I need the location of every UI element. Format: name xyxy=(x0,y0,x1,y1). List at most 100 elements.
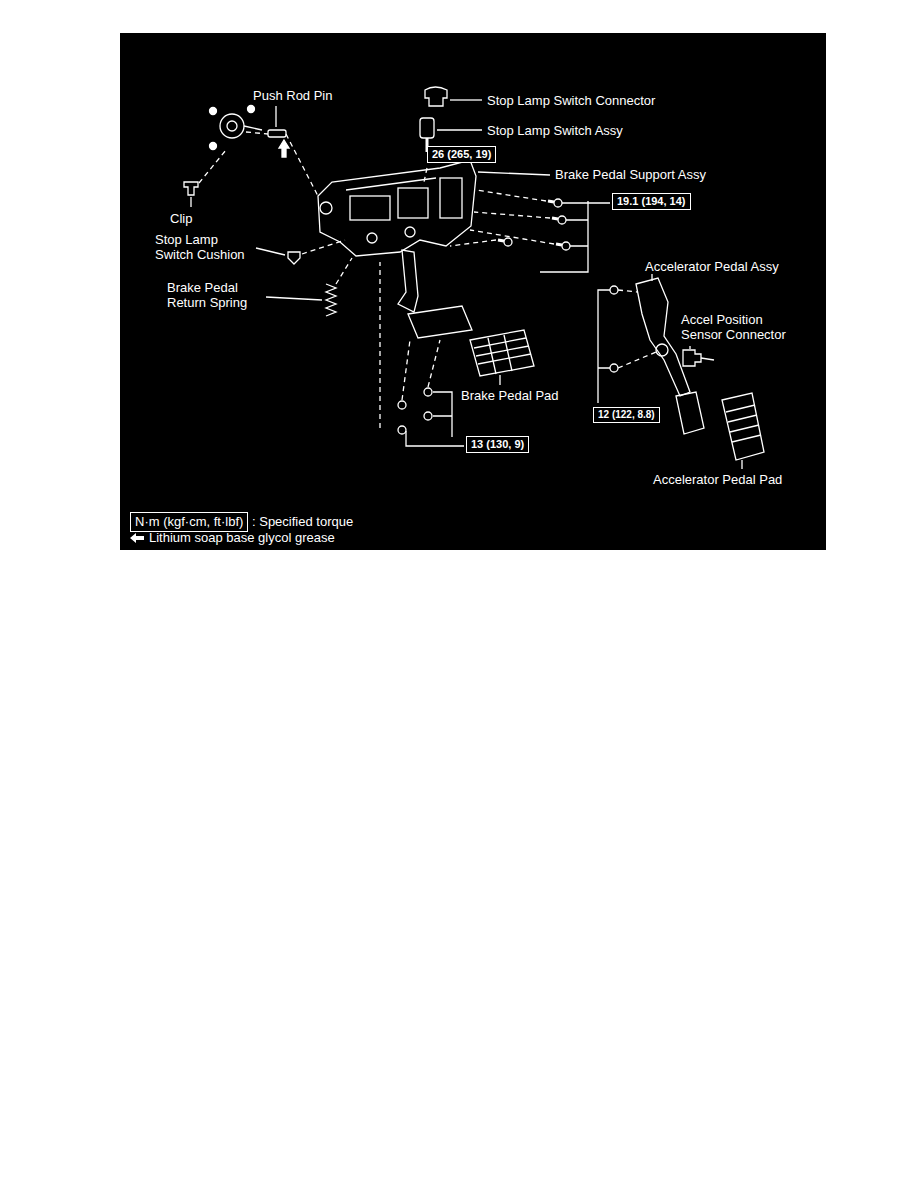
leader-line xyxy=(256,248,285,255)
dashed-leader xyxy=(618,352,656,368)
grease-arrow xyxy=(130,533,144,543)
dashed-leader xyxy=(474,212,550,218)
clevis-bolt xyxy=(248,106,255,113)
return-spring xyxy=(326,284,336,316)
pad-grid xyxy=(478,354,531,364)
dashed-leader xyxy=(199,150,226,183)
brake-pedal-pad xyxy=(470,330,534,376)
nut xyxy=(424,388,432,396)
bolt-head xyxy=(558,216,566,224)
pad-grid xyxy=(476,346,529,356)
bolt-thread xyxy=(552,218,558,219)
dashed-leader xyxy=(476,190,546,201)
torque-bracket xyxy=(598,290,610,403)
grease-arrow-symbol xyxy=(130,533,144,543)
support-edge xyxy=(346,178,436,190)
torque-box: 12 (122, 8.8) xyxy=(593,407,660,423)
connector xyxy=(683,350,701,366)
part-label: Stop Lamp Switch Connector xyxy=(487,93,655,108)
push-rod-clevis xyxy=(210,106,263,150)
leader-line xyxy=(275,106,276,127)
torque-box: 26 (265, 19) xyxy=(427,146,496,163)
switch-cushion xyxy=(288,252,300,264)
bolts xyxy=(498,199,570,250)
bolt-head xyxy=(610,364,618,372)
pad-grid xyxy=(488,338,496,374)
nut xyxy=(398,426,406,434)
part-label: Clip xyxy=(170,211,192,226)
pedal-arm xyxy=(398,250,418,312)
support-bracket xyxy=(398,188,428,218)
leader-line xyxy=(499,375,500,385)
leader-line xyxy=(190,197,191,207)
support-bracket xyxy=(440,178,462,218)
leader-line xyxy=(266,297,322,300)
pad-rib xyxy=(732,435,761,442)
part-label: Accelerator Pedal Pad xyxy=(653,472,782,487)
accelerator-plate xyxy=(676,392,704,434)
dashed-leader xyxy=(379,262,380,428)
pedal-plate xyxy=(408,306,472,338)
support-hole xyxy=(405,227,415,237)
nut xyxy=(398,401,406,409)
support-boss xyxy=(320,202,332,214)
torque-value: 12 (122, 8.8) xyxy=(598,409,655,420)
torque-value: 26 (265, 19) xyxy=(432,148,491,160)
pad-grid xyxy=(474,338,526,348)
bolt-head xyxy=(562,242,570,250)
part-label: Push Rod Pin xyxy=(253,88,333,103)
bolt-thread xyxy=(556,244,562,245)
support-body xyxy=(318,160,476,256)
leader-line xyxy=(437,129,482,130)
push-rod xyxy=(244,126,262,130)
bolt-thread xyxy=(548,201,554,202)
clevis-bolt xyxy=(210,143,217,150)
pad-outline xyxy=(470,330,534,376)
leader-line xyxy=(741,460,742,469)
dashed-leader xyxy=(618,290,638,292)
bolt-head xyxy=(554,199,562,207)
connector-wire xyxy=(701,358,714,360)
accelerator-pedal-pad xyxy=(722,393,764,460)
part-label: Brake Pedal Support Assy xyxy=(555,167,706,182)
part-label: Stop Lamp Switch Cushion xyxy=(155,232,251,262)
torque-value: 13 (130, 9) xyxy=(471,438,524,450)
grease-arrow xyxy=(279,140,289,157)
legend-row: Lithium soap base glycol grease xyxy=(130,530,335,545)
clevis-body xyxy=(220,114,244,138)
torque-bracket xyxy=(540,201,610,272)
support-bracket xyxy=(350,196,390,220)
pad-rib xyxy=(730,425,759,432)
torque-box: 13 (130, 9) xyxy=(466,436,529,453)
leader-line xyxy=(689,346,690,349)
push-rod-pin xyxy=(268,130,286,137)
part-label: Stop Lamp Switch Assy xyxy=(487,123,623,138)
pad-outline xyxy=(722,393,764,460)
part-label: Brake Pedal Pad xyxy=(461,388,559,403)
dashed-leader xyxy=(336,258,352,284)
legend-text: Lithium soap base glycol grease xyxy=(149,530,335,545)
torque-value: N·m (kgf·cm, ft·lbf) xyxy=(135,514,243,529)
torque-bracket xyxy=(406,392,464,446)
bolt-thread xyxy=(498,240,504,241)
pad-rib xyxy=(726,405,755,412)
pad-rib xyxy=(728,415,757,422)
leader-line xyxy=(478,172,550,175)
clevis-hub xyxy=(227,121,237,131)
bolt-head xyxy=(610,286,618,294)
part-label: Accel Position Sensor Connector xyxy=(681,312,793,342)
leader-line xyxy=(450,99,482,100)
dashed-leader xyxy=(286,134,318,196)
clevis-bolt xyxy=(210,108,217,115)
part-label: Accelerator Pedal Assy xyxy=(645,259,779,274)
support-hole xyxy=(367,233,377,243)
legend-box: N·m (kgf·cm, ft·lbf) xyxy=(130,512,248,532)
dashed-leader xyxy=(428,340,440,387)
pad-grid xyxy=(504,335,512,371)
leader-line xyxy=(651,274,652,281)
stop-lamp-switch xyxy=(420,118,434,138)
dashed-leader xyxy=(402,340,410,400)
connector xyxy=(425,87,447,106)
dashed-leader xyxy=(246,132,268,134)
